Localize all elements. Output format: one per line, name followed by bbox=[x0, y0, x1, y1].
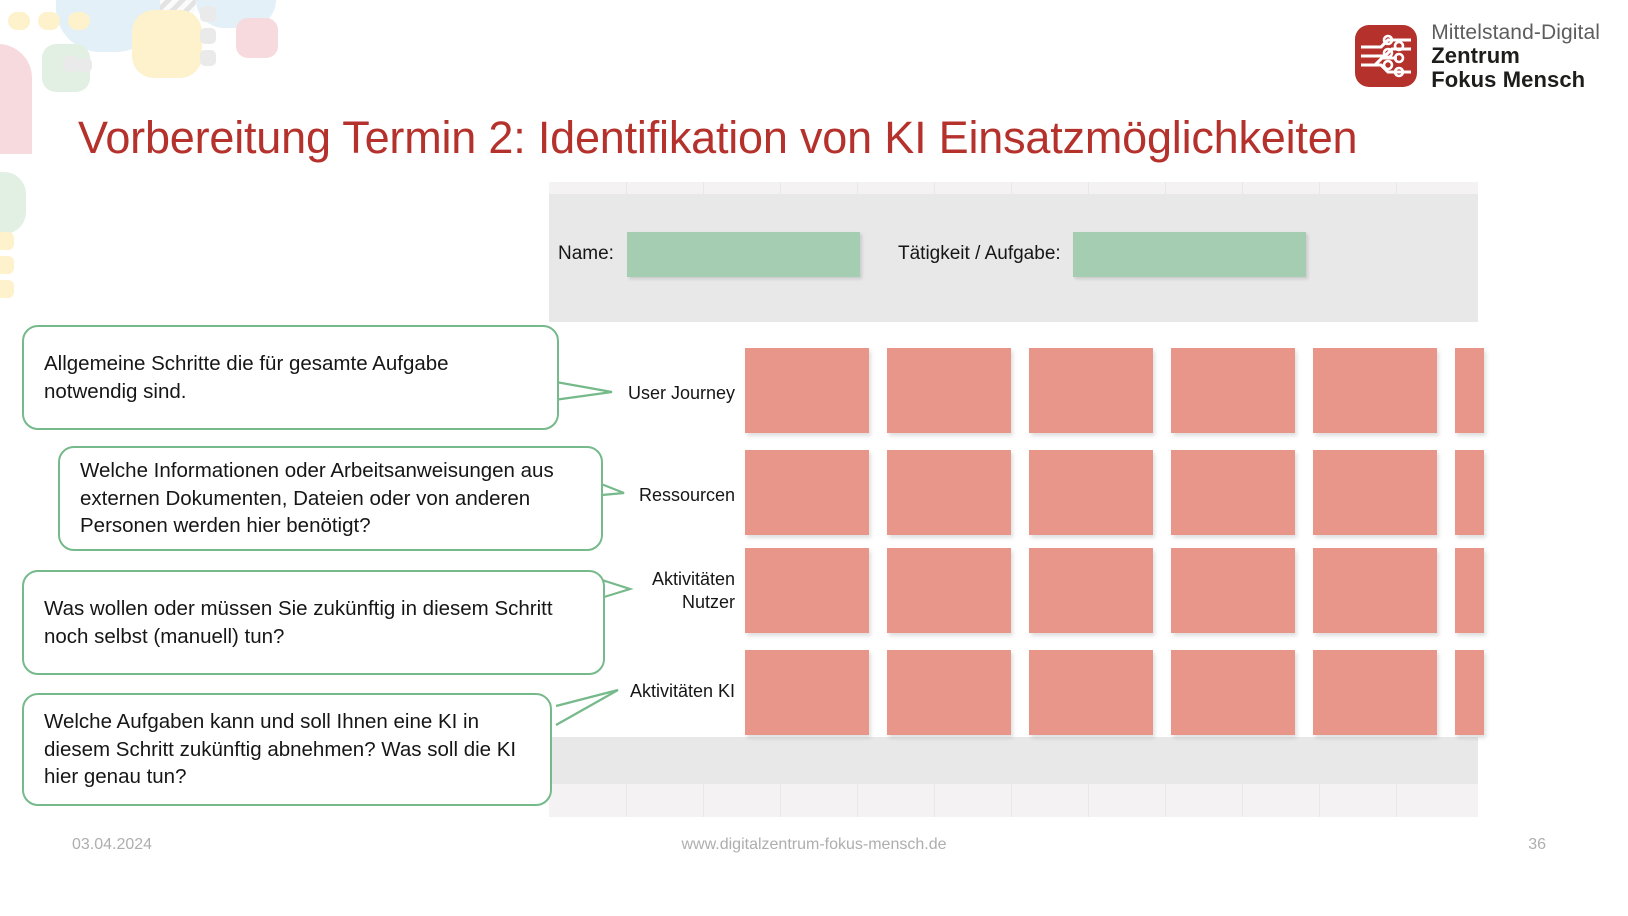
deco-yellow-dot-3 bbox=[68, 12, 90, 30]
grid-cell[interactable] bbox=[1455, 450, 1484, 535]
row-label-user-journey: User Journey bbox=[627, 383, 735, 403]
callout-ressourcen: Welche Informationen oder Arbeitsanweisu… bbox=[58, 446, 603, 551]
footer-url: www.digitalzentrum-fokus-mensch.de bbox=[681, 836, 947, 853]
row-label-aktivitaeten-ki: Aktivitäten KI bbox=[629, 681, 735, 701]
grid-cell[interactable] bbox=[1171, 650, 1295, 735]
deco-yellow-dot-5 bbox=[0, 256, 14, 274]
deco-yellow-dot-2 bbox=[38, 12, 60, 30]
grid-cell[interactable] bbox=[1029, 450, 1153, 535]
grid-cell[interactable] bbox=[1313, 548, 1437, 633]
worksheet-grid bbox=[549, 340, 1484, 742]
row-label-aktivitaeten-nutzer: Aktivitäten Nutzer bbox=[651, 569, 735, 613]
deco-green-1 bbox=[42, 44, 90, 92]
grid-cell[interactable] bbox=[1455, 348, 1484, 433]
grid-cell[interactable] bbox=[1029, 348, 1153, 433]
grid-cell[interactable] bbox=[1171, 450, 1295, 535]
grid-cell[interactable] bbox=[1029, 548, 1153, 633]
footer-page-number: 36 bbox=[1528, 836, 1546, 853]
deco-yellow-dot-4 bbox=[0, 232, 14, 250]
grid-cell[interactable] bbox=[1029, 650, 1153, 735]
grid-cell[interactable] bbox=[887, 650, 1011, 735]
grid-cell[interactable] bbox=[1171, 548, 1295, 633]
callout-text: Welche Informationen oder Arbeitsanweisu… bbox=[80, 458, 554, 538]
deco-grey-dot-2 bbox=[200, 28, 216, 44]
grid-cell[interactable] bbox=[1313, 450, 1437, 535]
deco-yellow-dot-6 bbox=[0, 280, 14, 298]
task-label: Tätigkeit / Aufgabe: bbox=[898, 243, 1061, 264]
deco-grey-dot-3 bbox=[200, 50, 216, 66]
page-title: Vorbereitung Termin 2: Identifikation vo… bbox=[78, 112, 1358, 163]
callout-text: Allgemeine Schritte die für gesamte Aufg… bbox=[44, 351, 449, 403]
panel-top-strip bbox=[549, 182, 1478, 194]
circuit-board-icon bbox=[1355, 25, 1418, 88]
callout-aktivitaeten-nutzer: Was wollen oder müssen Sie zukünftig in … bbox=[22, 570, 605, 675]
deco-stripe-circle bbox=[100, 0, 196, 48]
callout-text: Welche Aufgaben kann und soll Ihnen eine… bbox=[44, 709, 517, 789]
logo-line-1: Mittelstand-Digital bbox=[1431, 21, 1600, 44]
deco-blue-2 bbox=[196, 0, 276, 28]
deco-grey-dot-4 bbox=[63, 56, 79, 72]
grid-cell[interactable] bbox=[745, 548, 869, 633]
deco-grey-dot-1 bbox=[200, 6, 216, 22]
grid-cell[interactable] bbox=[745, 348, 869, 433]
grid-cell[interactable] bbox=[745, 650, 869, 735]
logo-wordmark: Mittelstand-Digital Zentrum Fokus Mensch bbox=[1431, 21, 1600, 92]
deco-blue-1 bbox=[56, 0, 160, 52]
name-label: Name: bbox=[558, 243, 614, 264]
deco-yellow-1 bbox=[132, 10, 202, 78]
deco-yellow-dot-1 bbox=[8, 12, 30, 30]
logo-line-2: Zentrum bbox=[1431, 43, 1520, 69]
grid-cell[interactable] bbox=[1313, 348, 1437, 433]
logo-line-3: Fokus Mensch bbox=[1431, 66, 1586, 92]
deco-pink-1 bbox=[236, 18, 278, 58]
grid-cell[interactable] bbox=[1455, 650, 1484, 735]
panel-bottom-strip bbox=[549, 784, 1478, 817]
deco-green-2 bbox=[0, 172, 26, 234]
grid-cell[interactable] bbox=[1313, 650, 1437, 735]
callout-user-journey: Allgemeine Schritte die für gesamte Aufg… bbox=[22, 325, 559, 430]
grid-cell[interactable] bbox=[1455, 548, 1484, 633]
brand-logo: Mittelstand-Digital Zentrum Fokus Mensch bbox=[1355, 21, 1600, 92]
task-input[interactable] bbox=[1073, 232, 1306, 277]
footer-date: 03.04.2024 bbox=[72, 836, 153, 853]
row-label-ressourcen: Ressourcen bbox=[638, 485, 735, 505]
deco-grey-dot-5 bbox=[78, 58, 92, 72]
grid-cell[interactable] bbox=[887, 548, 1011, 633]
grid-cell[interactable] bbox=[887, 450, 1011, 535]
callout-text: Was wollen oder müssen Sie zukünftig in … bbox=[44, 596, 553, 648]
callout-aktivitaeten-ki: Welche Aufgaben kann und soll Ihnen eine… bbox=[22, 693, 552, 806]
grid-cell[interactable] bbox=[1171, 348, 1295, 433]
deco-pink-2 bbox=[0, 44, 32, 154]
grid-cell[interactable] bbox=[887, 348, 1011, 433]
name-input[interactable] bbox=[627, 232, 860, 277]
grid-cell[interactable] bbox=[745, 450, 869, 535]
